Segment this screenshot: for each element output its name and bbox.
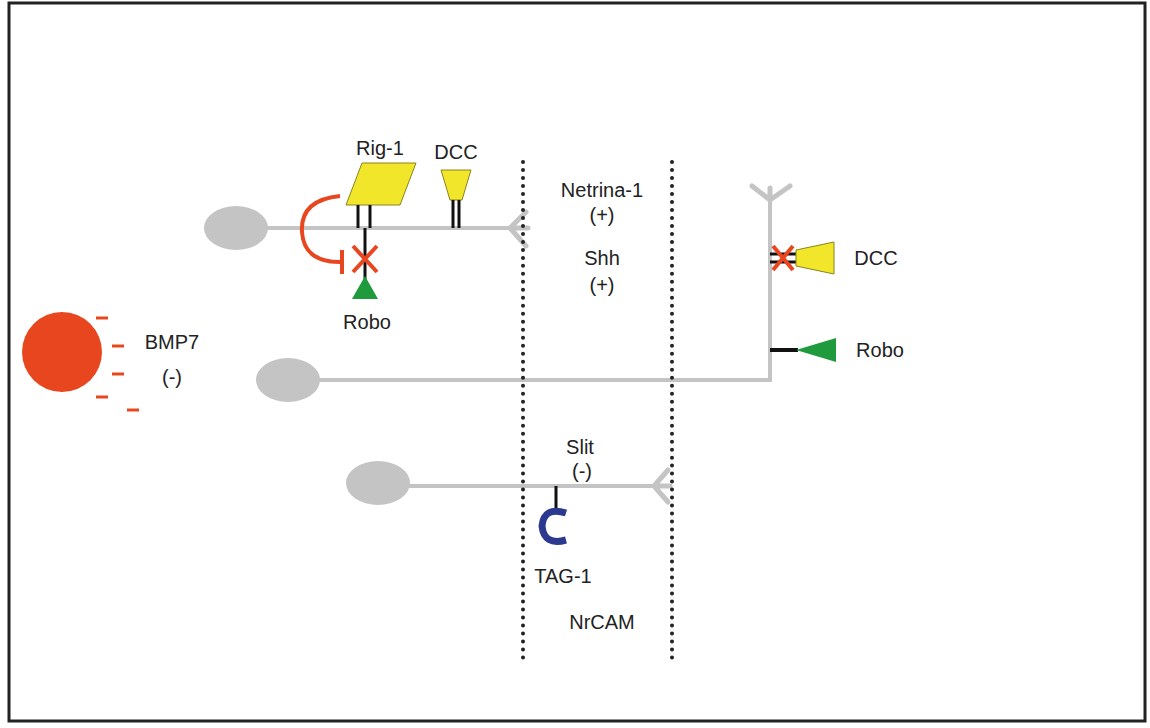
- cue-label: (+): [590, 204, 615, 227]
- part-label: Robo: [856, 339, 904, 362]
- stem: [357, 205, 360, 228]
- soma: [204, 206, 268, 250]
- axon: [312, 196, 770, 380]
- part-label: TAG-1: [534, 565, 591, 588]
- part-label: BMP7: [145, 331, 199, 354]
- stem: [555, 486, 558, 510]
- stem: [369, 205, 372, 228]
- rig1-receptor: [346, 163, 416, 205]
- axon: [402, 484, 660, 488]
- part-label: Rig-1: [356, 137, 404, 160]
- repulsion-dashes: [96, 318, 139, 410]
- part-label: DCC: [434, 141, 477, 164]
- cue-label: Netrina-1: [561, 179, 643, 202]
- cue-label: NrCAM: [569, 611, 635, 634]
- dash: [112, 345, 124, 348]
- block-cross: [353, 246, 377, 272]
- cue-label: (-): [572, 460, 592, 483]
- bmp7-source: [22, 312, 102, 392]
- inhibition-arc: [302, 196, 340, 262]
- block-cross: [773, 246, 793, 270]
- dash: [96, 396, 108, 399]
- stem: [364, 228, 367, 280]
- robo-receptor: [352, 276, 378, 299]
- soma: [346, 461, 410, 505]
- stem: [458, 200, 461, 228]
- dcc-receptor: [796, 242, 834, 274]
- part-label: (-): [162, 366, 182, 389]
- soma: [256, 358, 320, 402]
- growth-cone: [752, 186, 790, 200]
- inhibition-bar: [340, 250, 344, 274]
- dash: [127, 409, 139, 412]
- tag1-receptor: [542, 511, 566, 541]
- cue-label: Shh: [584, 247, 620, 270]
- stem: [770, 348, 798, 352]
- dash: [96, 317, 108, 320]
- dcc-receptor: [441, 170, 471, 200]
- neuron-crossing: [346, 461, 670, 505]
- part-label: Robo: [343, 311, 391, 334]
- stem: [452, 200, 455, 228]
- frame: [9, 3, 1145, 721]
- growth-cone: [510, 212, 528, 246]
- cue-label: Slit: [566, 436, 594, 459]
- dash: [112, 373, 124, 376]
- cue-label: (+): [590, 274, 615, 297]
- robo-receptor: [796, 338, 836, 362]
- part-label: DCC: [854, 247, 897, 270]
- growth-cone: [654, 470, 670, 502]
